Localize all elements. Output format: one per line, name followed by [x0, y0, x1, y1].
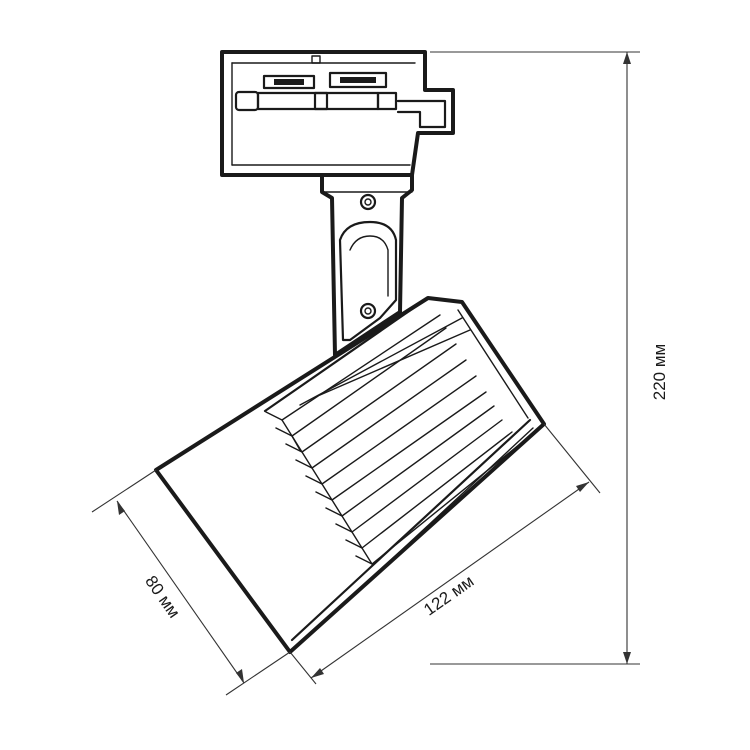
heat-sink-fins — [265, 314, 521, 565]
dimension-height — [430, 51, 640, 665]
dimension-diameter — [91, 469, 291, 696]
height-label: 220 мм — [650, 344, 669, 400]
lamp-head — [154, 296, 546, 654]
diameter-label: 80 мм — [141, 572, 184, 621]
dimension-length — [289, 423, 601, 685]
track-adapter — [220, 50, 455, 177]
stem — [320, 173, 414, 357]
